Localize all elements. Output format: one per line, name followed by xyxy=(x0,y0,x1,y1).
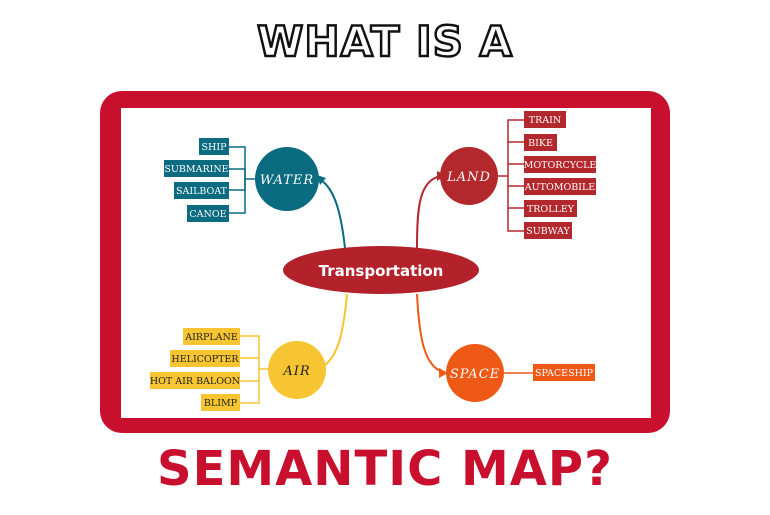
category-land-label: LAND xyxy=(446,170,491,185)
category-air-node xyxy=(268,341,326,399)
svg-text:MOTORCYCLE: MOTORCYCLE xyxy=(524,160,597,171)
connector-water-arrow xyxy=(317,175,326,185)
svg-text:SPACESHIP: SPACESHIP xyxy=(535,368,594,379)
svg-text:HELICOPTER: HELICOPTER xyxy=(171,354,239,365)
land-item-1: BIKE xyxy=(524,134,557,151)
svg-text:SUBMARINE: SUBMARINE xyxy=(164,164,228,175)
center-node xyxy=(283,246,479,294)
svg-text:BLIMP: BLIMP xyxy=(204,398,238,409)
svg-text:TROLLEY: TROLLEY xyxy=(527,204,575,215)
space-item-0: SPACESHIP xyxy=(533,364,595,381)
water-item-2: SAILBOAT xyxy=(174,182,229,199)
category-land-node xyxy=(440,147,498,205)
land-item-3: AUTOMOBILE xyxy=(524,178,596,195)
land-item-4: TROLLEY xyxy=(524,200,577,217)
air-item-2: HOT AIR BALOON xyxy=(150,372,240,389)
page-title-top: WHAT IS A xyxy=(256,16,514,68)
svg-text:TRAIN: TRAIN xyxy=(529,115,561,126)
page-title-bottom: SEMANTIC MAP? xyxy=(157,441,613,497)
water-item-3: CANOE xyxy=(187,205,229,222)
water-branches xyxy=(229,146,255,214)
svg-text:AIRPLANE: AIRPLANE xyxy=(184,332,238,343)
category-space-node xyxy=(446,344,504,402)
connector-land xyxy=(416,175,442,249)
water-item-0: SHIP xyxy=(199,138,229,155)
land-item-2: MOTORCYCLE xyxy=(524,156,597,173)
center-label: Transportation xyxy=(319,262,444,280)
svg-text:SUBWAY: SUBWAY xyxy=(526,226,570,237)
air-branches xyxy=(240,335,271,404)
land-branches xyxy=(498,119,524,232)
category-air-label: AIR xyxy=(282,364,310,379)
svg-text:SHIP: SHIP xyxy=(202,142,228,153)
connector-space xyxy=(416,293,444,373)
land-item-0: TRAIN xyxy=(524,111,566,128)
svg-text:SAILBOAT: SAILBOAT xyxy=(176,186,228,197)
svg-text:AUTOMOBILE: AUTOMOBILE xyxy=(524,182,596,193)
semantic-map: WATER SHIP SUBMARINE SAILBOAT CANOE LAND… xyxy=(150,111,597,411)
svg-text:HOT AIR BALOON: HOT AIR BALOON xyxy=(150,376,240,387)
water-item-1: SUBMARINE xyxy=(164,160,229,177)
category-space-label: SPACE xyxy=(450,367,500,382)
svg-text:CANOE: CANOE xyxy=(189,209,226,220)
land-item-5: SUBWAY xyxy=(524,222,572,239)
air-item-1: HELICOPTER xyxy=(170,350,240,367)
connector-water xyxy=(320,179,346,249)
category-water-label: WATER xyxy=(260,173,314,188)
svg-text:BIKE: BIKE xyxy=(528,138,553,149)
air-item-0: AIRPLANE xyxy=(183,328,240,345)
air-item-3: BLIMP xyxy=(201,394,240,411)
category-water-node xyxy=(255,147,319,211)
connector-space-arrow xyxy=(439,368,448,378)
